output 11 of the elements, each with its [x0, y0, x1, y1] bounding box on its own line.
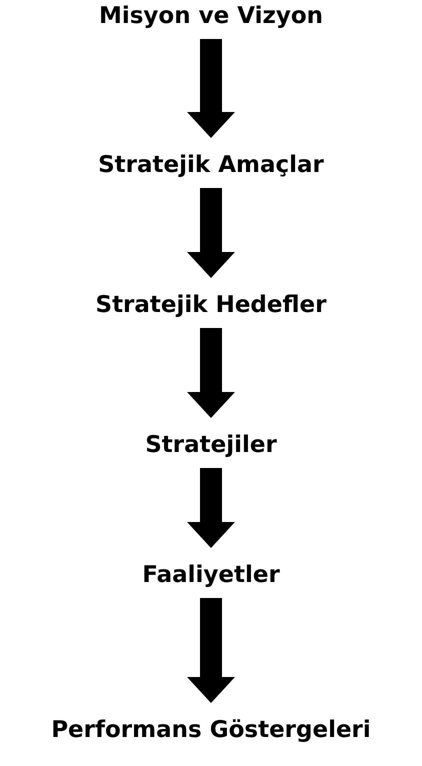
step-label: Stratejiler: [145, 430, 277, 460]
step-label: Stratejik Hedefler: [96, 290, 326, 320]
down-arrow: [187, 328, 235, 418]
step-label: Faaliyetler: [142, 560, 280, 590]
down-arrow: [187, 39, 235, 138]
down-arrow: [187, 188, 235, 278]
step-label: Misyon ve Vizyon: [98, 1, 324, 31]
down-arrow: [187, 468, 235, 548]
step-label: Stratejik Amaçlar: [98, 150, 324, 180]
down-arrow: [187, 598, 235, 703]
step-label: Performans Göstergeleri: [51, 715, 371, 745]
